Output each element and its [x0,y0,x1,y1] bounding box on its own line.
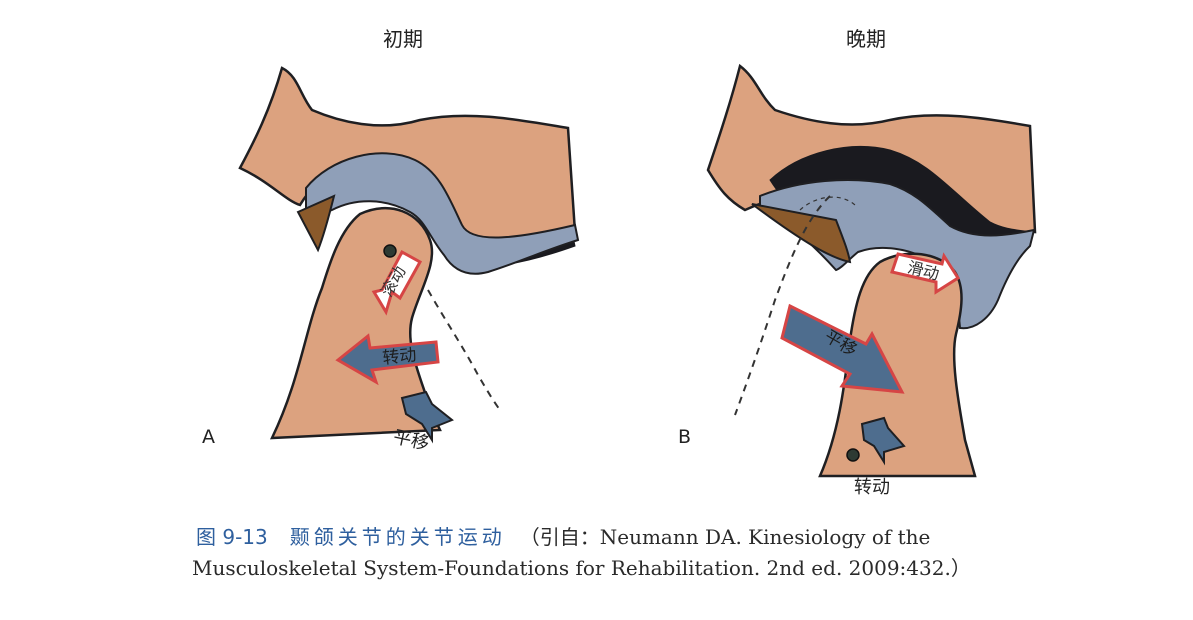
panel-a-translation-arrow [400,390,454,444]
panel-b-axis-dot [846,448,860,462]
panel-a-dashed-path [427,289,501,411]
panel-b: 晚期 滑动 平移 转动 B [678,27,1037,498]
panel-b-brown-tissue [751,203,852,264]
panel-a-rolling-arrow: 滚动 [371,249,423,316]
panel-b-articular-disc [759,179,1036,330]
panel-a-rotation-arrow: 转动 [335,333,440,386]
panel-a-rotation-label: 转动 [382,345,418,368]
citation-line-1: （引自：Neumann DA. Kinesiology of the [519,525,931,549]
panel-a-articular-disc [305,152,580,275]
panel-a-brown-tissue [296,194,336,253]
panel-b-dashed-path [734,195,831,416]
panel-a: 初期 滚动 转动 平移 A [202,27,580,455]
panel-b-title: 晚期 [846,27,886,51]
figure-number: 图 9-13 [196,525,268,549]
panel-a-title: 初期 [383,27,423,51]
figure-caption: 图 9-13 颞颌关节的关节运动 （引自：Neumann DA. Kinesiolo… [192,522,1176,584]
panel-b-rotation-arrow [860,416,906,466]
figure-title: 颞颌关节的关节运动 [289,525,506,549]
panel-b-letter: B [678,426,691,448]
panel-b-rotation-label: 转动 [854,477,890,498]
citation-line-2: Musculoskeletal System-Foundations for R… [192,556,971,580]
panel-a-axis-dot [383,244,397,258]
panel-a-letter: A [202,426,215,448]
